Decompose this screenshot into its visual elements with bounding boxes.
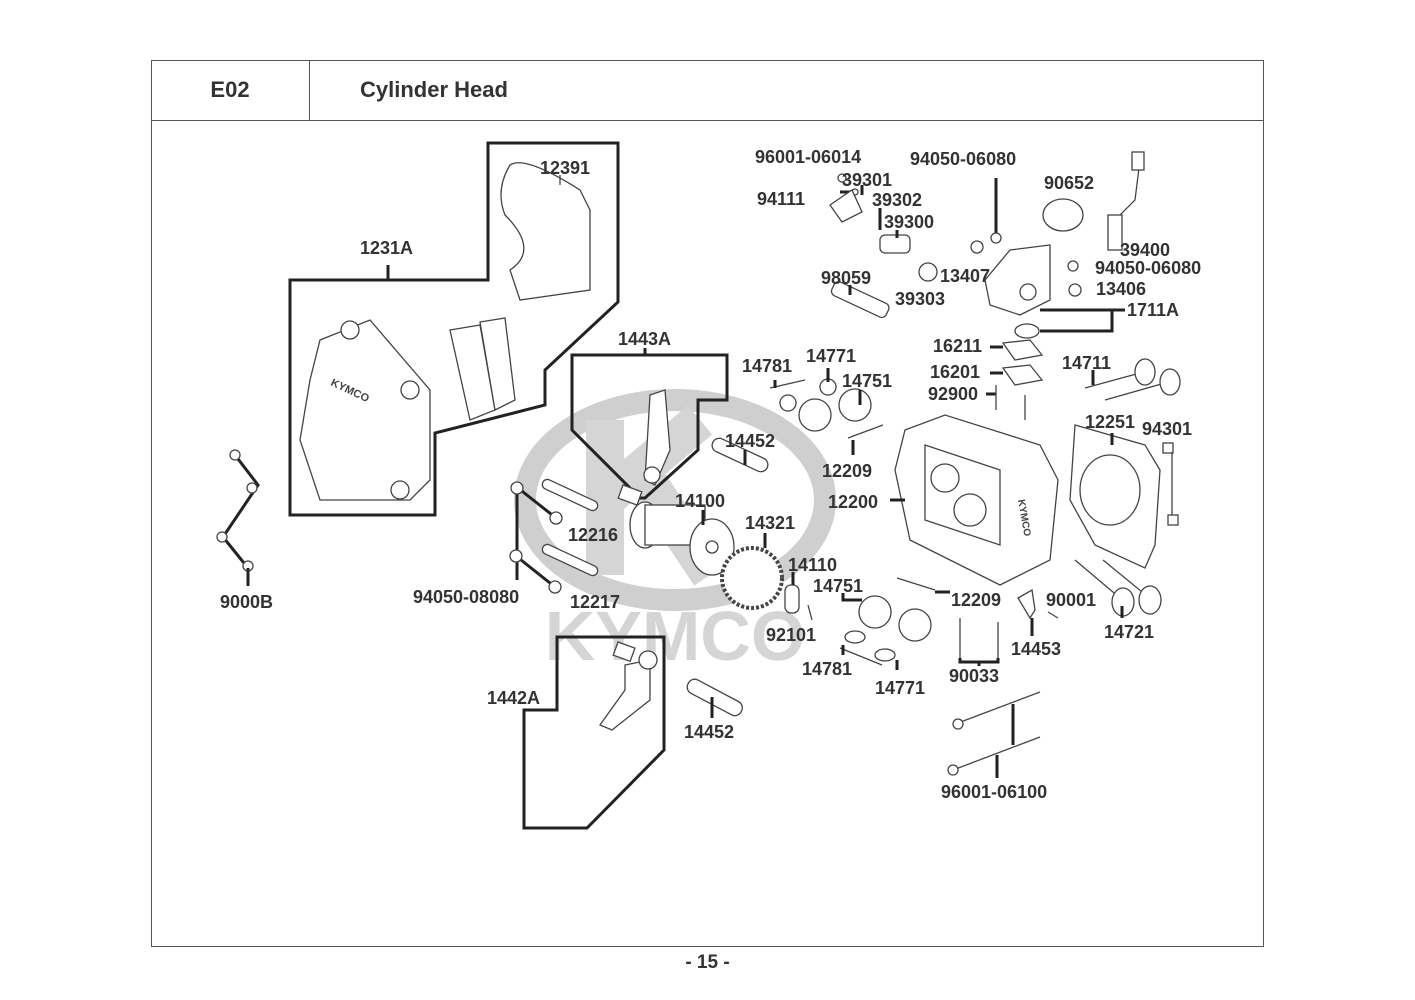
- link-12216: [541, 478, 599, 512]
- valve-springs-bottom: [839, 577, 950, 670]
- label-12209-bottom: 12209: [951, 590, 1001, 610]
- label-14110: 14110: [788, 555, 837, 575]
- valve-cover: KYMCO: [299, 319, 431, 501]
- label-92900: 92900: [928, 384, 978, 404]
- cam-sprocket: [720, 546, 784, 610]
- label-39302: 39302: [872, 190, 922, 210]
- o-ring-39303: [918, 262, 938, 282]
- label-14711: 14711: [1062, 353, 1111, 373]
- label-1711A: 1711A: [1127, 300, 1179, 320]
- label-13406: 13406: [1096, 279, 1146, 299]
- label-14771-bottom: 14771: [875, 678, 925, 698]
- label-12200: 12200: [828, 492, 878, 512]
- label-14751-bottom: 14751: [813, 576, 863, 596]
- label-12391: 12391: [540, 158, 590, 178]
- exhaust-valves-14721: [1074, 559, 1162, 618]
- cylinder-head-12200: KYMCO: [890, 414, 1059, 586]
- label-96001-06100: 96001-06100: [941, 782, 1047, 802]
- label-14781-bottom: 14781: [802, 659, 852, 679]
- label-96001-06014: 96001-06014: [755, 147, 861, 167]
- tensioner-14110: [784, 584, 800, 614]
- label-39400: 39400: [1120, 240, 1170, 260]
- camshaft-14100: [629, 501, 735, 576]
- label-12251: 12251: [1085, 412, 1135, 432]
- page-title: Cylinder Head: [360, 77, 508, 102]
- label-14781-top: 14781: [742, 356, 792, 376]
- label-1443A: 1443A: [618, 329, 671, 349]
- label-14100: 14100: [675, 491, 725, 511]
- label-12209-top: 12209: [822, 461, 872, 481]
- label-14751-top: 14751: [842, 371, 892, 391]
- rocker-arm-exhaust: [644, 389, 671, 486]
- bolts-96001-06100: [947, 691, 1041, 778]
- label-14452-bottom: 14452: [684, 722, 734, 742]
- intake-valves-14711: [1084, 358, 1181, 401]
- dowel-pins-94301: [1162, 442, 1179, 526]
- label-98059: 98059: [821, 268, 871, 288]
- label-12216: 12216: [568, 525, 618, 545]
- label-90033: 90033: [949, 666, 999, 686]
- studs-90033: [958, 618, 1000, 666]
- page-number: - 15 -: [685, 952, 730, 973]
- rocker-shaft-bottom: [686, 678, 743, 717]
- bolts-9000B: [216, 449, 260, 586]
- rocker-shaft-top: [711, 437, 769, 473]
- valve-cover-gasket: [500, 162, 591, 301]
- bracket-14453: [1017, 588, 1036, 620]
- label-39303: 39303: [895, 289, 945, 309]
- insulator-gaskets: [986, 339, 1044, 420]
- label-16201: 16201: [930, 362, 980, 382]
- label-14771-top: 14771: [806, 346, 856, 366]
- fuel-injector-assembly: [829, 173, 911, 254]
- label-12217: 12217: [570, 592, 620, 612]
- label-14321: 14321: [745, 513, 795, 533]
- label-14721: 14721: [1104, 622, 1154, 642]
- head-gasket-12251: [1069, 424, 1161, 569]
- throttle-body-1711A: [970, 151, 1145, 339]
- label-94050-08080: 94050-08080: [413, 587, 519, 607]
- label-14452-top: 14452: [725, 431, 775, 451]
- label-1442A: 1442A: [487, 688, 540, 708]
- label-16211: 16211: [933, 336, 982, 356]
- link-12217: [541, 543, 599, 577]
- group-box-1443A: [570, 353, 729, 500]
- label-1231A: 1231A: [360, 238, 413, 258]
- label-90001: 90001: [1046, 590, 1096, 610]
- diagram-frame: [151, 60, 1264, 947]
- group-box-1231A: [288, 141, 620, 517]
- label-9000B: 9000B: [220, 592, 273, 612]
- header-divider: [151, 120, 1264, 121]
- label-94050-06080-right: 94050-06080: [1095, 258, 1201, 278]
- group-box-1442A: [522, 635, 666, 830]
- label-94301: 94301: [1142, 419, 1192, 439]
- valve-springs-top: [769, 368, 884, 455]
- spark-plug-98059: [830, 281, 890, 319]
- label-94050-06080-top: 94050-06080: [910, 149, 1016, 169]
- label-92101: 92101: [766, 625, 816, 645]
- label-90652: 90652: [1044, 173, 1094, 193]
- label-13407: 13407: [940, 266, 990, 286]
- label-39301: 39301: [842, 170, 892, 190]
- label-94111: 94111: [757, 189, 805, 209]
- label-14453: 14453: [1011, 639, 1061, 659]
- label-39300: 39300: [884, 212, 934, 232]
